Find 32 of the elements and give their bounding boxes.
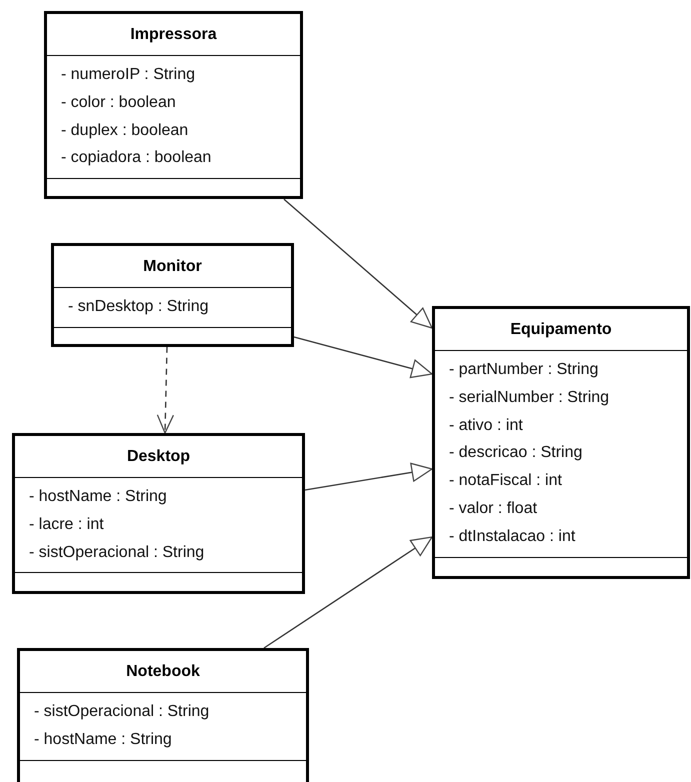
class-box xyxy=(12,433,305,594)
attribute-text: - partNumber : String xyxy=(449,360,600,380)
class-name: Monitor xyxy=(143,258,202,276)
inheritance-arrow xyxy=(304,462,433,491)
dependency-arrow xyxy=(156,346,174,434)
class-box xyxy=(432,306,690,579)
class-name: Notebook xyxy=(126,662,200,680)
inheritance-arrow xyxy=(284,198,433,329)
attribute-text: - notaFiscal : int xyxy=(449,471,563,492)
attribute-text: - numeroIP : String xyxy=(61,65,196,85)
attribute-text: - dtInstalacao : int xyxy=(449,526,576,547)
attribute-text: - ativo : int xyxy=(449,416,524,436)
class-box xyxy=(17,648,309,782)
attribute-text: - copiadora : boolean xyxy=(61,148,212,168)
class-name: Equipamento xyxy=(510,320,612,338)
attribute-text: - sistOperacional : String xyxy=(34,702,210,722)
class-name: Impressora xyxy=(130,26,217,44)
attribute-text: - hostName : String xyxy=(34,730,173,750)
attribute-text: - sistOperacional : String xyxy=(29,542,206,563)
inheritance-arrow xyxy=(264,536,433,649)
inheritance-arrow xyxy=(294,336,433,378)
attribute-text: - hostName : String xyxy=(29,487,168,507)
attribute-text: - lacre : int xyxy=(29,514,105,535)
attribute-text: - valor : float xyxy=(449,498,538,519)
attribute-text: - duplex : boolean xyxy=(61,120,190,141)
class-name: Desktop xyxy=(126,448,190,466)
attribute-text: - serialNumber : String xyxy=(449,388,610,408)
attribute-text: - descricao : String xyxy=(449,443,584,464)
class-box xyxy=(44,11,303,200)
class-box xyxy=(51,243,294,347)
attribute-text: - color : boolean xyxy=(61,92,177,113)
attribute-text: - snDesktop : String xyxy=(68,297,210,317)
